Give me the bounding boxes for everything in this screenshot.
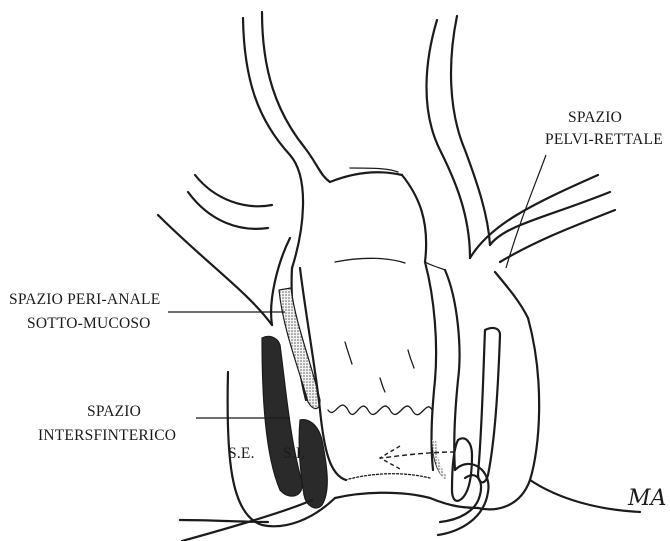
right-rectal-wall xyxy=(402,16,490,262)
label-intersphincteric-line1: SPAZIO xyxy=(87,403,141,420)
right-mucosa-wall xyxy=(425,262,459,470)
label-perianal-line2: SOTTO-MUCOSO xyxy=(27,315,151,332)
artist-signature: MA xyxy=(627,486,666,511)
right-external-sphincter xyxy=(478,328,500,482)
label-external-sphincter: S.E. xyxy=(228,445,255,462)
label-intersphincteric-space: SPAZIO INTERSFINTERICO xyxy=(38,403,176,444)
label-pelvirectal-space: SPAZIO PELVI-RETTALE xyxy=(545,109,663,148)
right-levator-muscle xyxy=(470,175,610,258)
leader-lines xyxy=(168,155,546,418)
label-perianal-space: SPAZIO PERI-ANALE SOTTO-MUCOSO xyxy=(9,291,160,332)
right-pelvic-wall xyxy=(495,210,615,318)
label-pelvirectal-line1: SPAZIO xyxy=(568,109,622,126)
rectal-lumen xyxy=(330,168,414,392)
label-intersphincteric-line2: INTERSFINTERICO xyxy=(38,427,176,444)
label-internal-sphincter: S.I. xyxy=(283,445,305,462)
dentate-line xyxy=(328,405,432,415)
perineum-skin xyxy=(180,480,640,541)
dashed-arrow-icon xyxy=(380,446,455,470)
left-pelvic-wall xyxy=(158,215,290,325)
label-pelvirectal-line2: PELVI-RETTALE xyxy=(545,131,663,148)
left-levator-muscle xyxy=(188,175,272,229)
label-perianal-line1: SPAZIO PERI-ANALE xyxy=(9,291,160,308)
anal-verge xyxy=(345,474,430,480)
